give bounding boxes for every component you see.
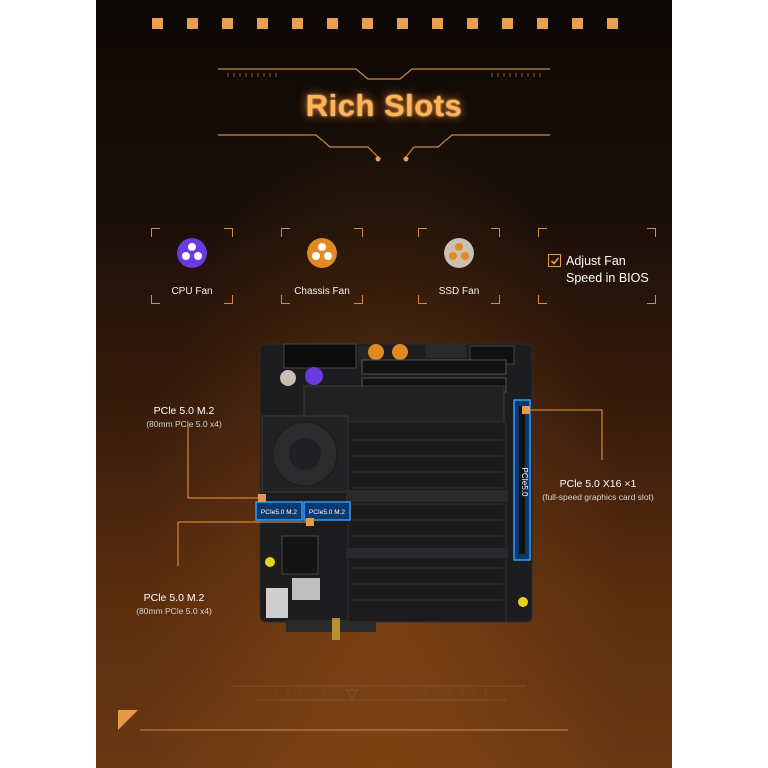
annotation-title: PCle 5.0 X16 ×1 — [559, 478, 637, 490]
annotation-title: PCle 5.0 M.2 — [153, 405, 215, 417]
title-frame — [218, 68, 550, 162]
deco-square — [502, 18, 513, 29]
deco-square — [152, 18, 163, 29]
bios-line-2: Speed in BIOS — [566, 271, 649, 285]
feature-ssd-fan: SSD Fan — [418, 228, 500, 304]
feature-cpu-fan: CPU Fan — [151, 228, 233, 304]
annotation-subtitle: (full-speed graphics card slot) — [542, 492, 654, 502]
annotation-title: PCle 5.0 M.2 — [143, 592, 205, 604]
m2-label-a: PCIe5.0 M.2 — [261, 509, 298, 516]
bios-text: Adjust Fan Speed in BIOS — [566, 253, 649, 287]
checkbox-icon — [548, 254, 561, 267]
deco-square — [257, 18, 268, 29]
fan-icon — [444, 238, 474, 268]
feature-label: Chassis Fan — [294, 286, 350, 297]
annotation-m2-bottom: PCle 5.0 M.2 (80mm PCle 5.0 x4) — [114, 592, 234, 616]
deco-square — [467, 18, 478, 29]
feature-chassis-fan: Chassis Fan — [281, 228, 363, 304]
deco-square — [607, 18, 618, 29]
feature-bios-fan-control: Adjust Fan Speed in BIOS — [538, 228, 656, 304]
deco-square — [222, 18, 233, 29]
footer-decoration — [118, 685, 568, 731]
pcie-slot-label: PCIe5.0 — [520, 468, 529, 497]
deco-square — [432, 18, 443, 29]
deco-square — [537, 18, 548, 29]
deco-square — [292, 18, 303, 29]
deco-square — [572, 18, 583, 29]
annotation-m2-top: PCle 5.0 M.2 (80mm PCle 5.0 x4) — [124, 405, 244, 429]
annotation-subtitle: (80mm PCle 5.0 x4) — [136, 606, 212, 616]
bios-line-1: Adjust Fan — [566, 254, 626, 268]
promo-panel: Rich Slots CPU Fan Chassis Fan SSD Fan — [96, 0, 672, 768]
deco-square — [327, 18, 338, 29]
deco-square — [187, 18, 198, 29]
deco-square — [397, 18, 408, 29]
feature-label: CPU Fan — [171, 286, 213, 297]
fan-icon — [177, 238, 207, 268]
annotation-pcie-x16: PCle 5.0 X16 ×1 (full-speed graphics car… — [528, 478, 668, 502]
m2-label-b: PCIe5.0 M.2 — [309, 509, 346, 516]
fan-header-icons — [280, 344, 408, 386]
motherboard-image: PCIe5.0 M.2 PCIe5.0 M.2 PCIe5.0 — [177, 343, 603, 640]
fan-icon — [307, 238, 337, 268]
feature-label: SSD Fan — [438, 286, 480, 297]
page-title: Rich Slots — [305, 88, 463, 123]
annotation-subtitle: (80mm PCle 5.0 x4) — [146, 419, 222, 429]
deco-square — [362, 18, 373, 29]
